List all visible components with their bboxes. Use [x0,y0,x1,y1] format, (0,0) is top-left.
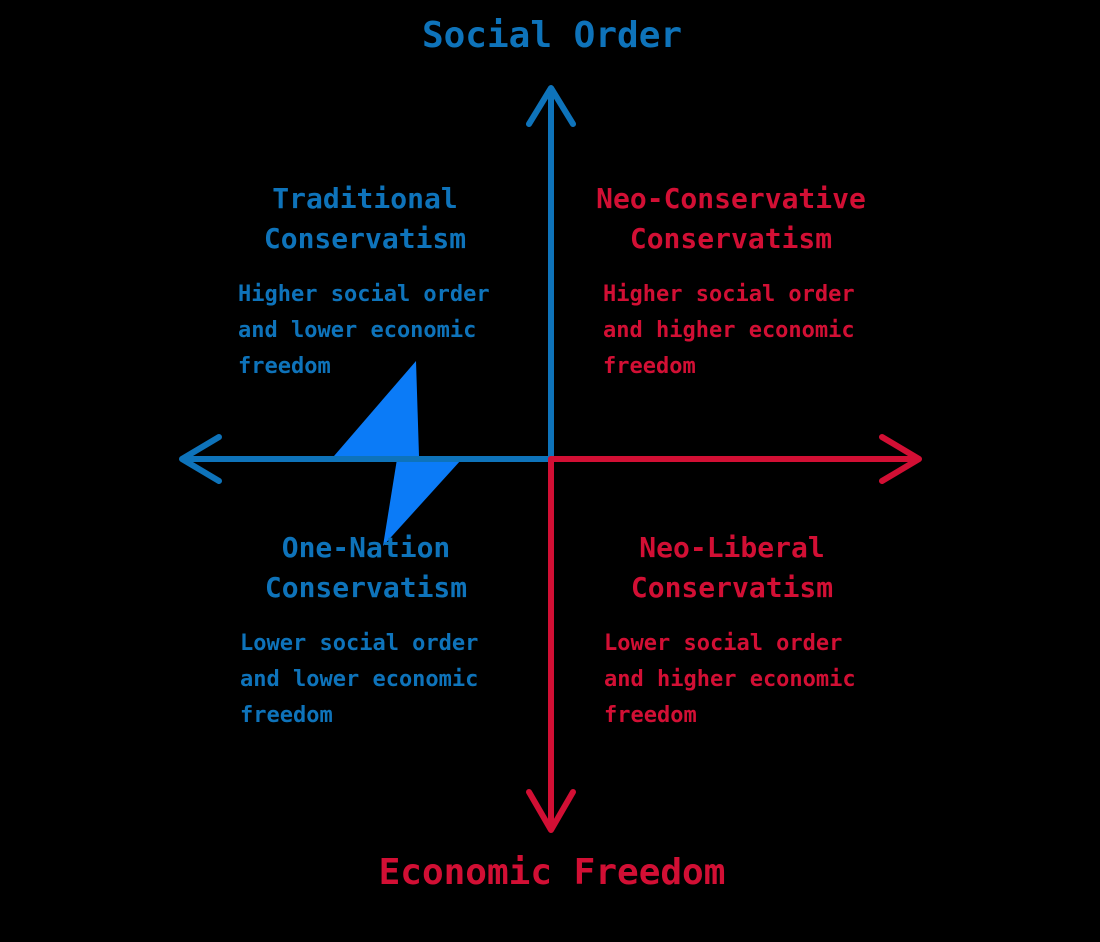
quadrant-description-line: and higher economic [603,318,855,343]
arrow-right-icon [879,434,922,484]
quadrant-title-line: Conservatism [629,222,833,255]
quadrant-title-line: Neo-Liberal [639,531,825,564]
quadrant-description-line: Higher social order [603,282,855,307]
axis-label-economic-freedom: Economic Freedom [378,852,726,893]
quadrant-description-line: freedom [238,354,331,379]
quadrant-description-neo-liberal-conservatism: Lower social order and higher economic f… [604,626,856,734]
lightning-bolt-bottom-shape [383,459,461,546]
lightning-bolt-top-shape [334,361,419,456]
arrow-down-icon [526,789,576,833]
quadrant-description-one-nation-conservatism: Lower social order and lower economic fr… [240,626,478,734]
quadrant-description-line: freedom [240,703,333,728]
quadrant-description-line: Lower social order [604,631,843,656]
quadrant-description-line: and lower economic [238,318,477,343]
quadrant-title-line: Neo-Conservative [596,182,866,215]
quadrant-title-line: Conservatism [264,571,468,604]
quadrant-description-line: and higher economic [604,667,856,692]
quadrant-description-line: freedom [603,354,696,379]
quadrant-title-line: Conservatism [263,222,467,255]
quadrant-title-neo-liberal-conservatism: Neo-Liberal Conservatism [631,528,833,608]
quadrant-description-line: and lower economic [240,667,479,692]
quadrant-description-traditional-conservatism: Higher social order and lower economic f… [238,277,490,385]
quadrant-description-neo-conservative-conservatism: Higher social order and higher economic … [603,277,855,385]
quadrant-title-one-nation-conservatism: One-Nation Conservatism [265,528,467,608]
quadrant-title-neo-conservative-conservatism: Neo-Conservative Conservatism [596,179,866,259]
quadrant-description-line: Lower social order [240,631,479,656]
quadrant-description-line: Higher social order [238,282,490,307]
axis-label-social-order: Social Order [421,15,683,56]
quadrant-title-line: Conservatism [630,571,834,604]
quadrant-title-line: Traditional [272,182,458,215]
quadrant-title-traditional-conservatism: Traditional Conservatism [264,179,466,259]
quadrant-description-line: freedom [604,703,697,728]
arrow-up-icon [526,85,576,127]
quadrant-title-line: One-Nation [281,531,451,564]
arrow-left-icon [179,434,222,484]
